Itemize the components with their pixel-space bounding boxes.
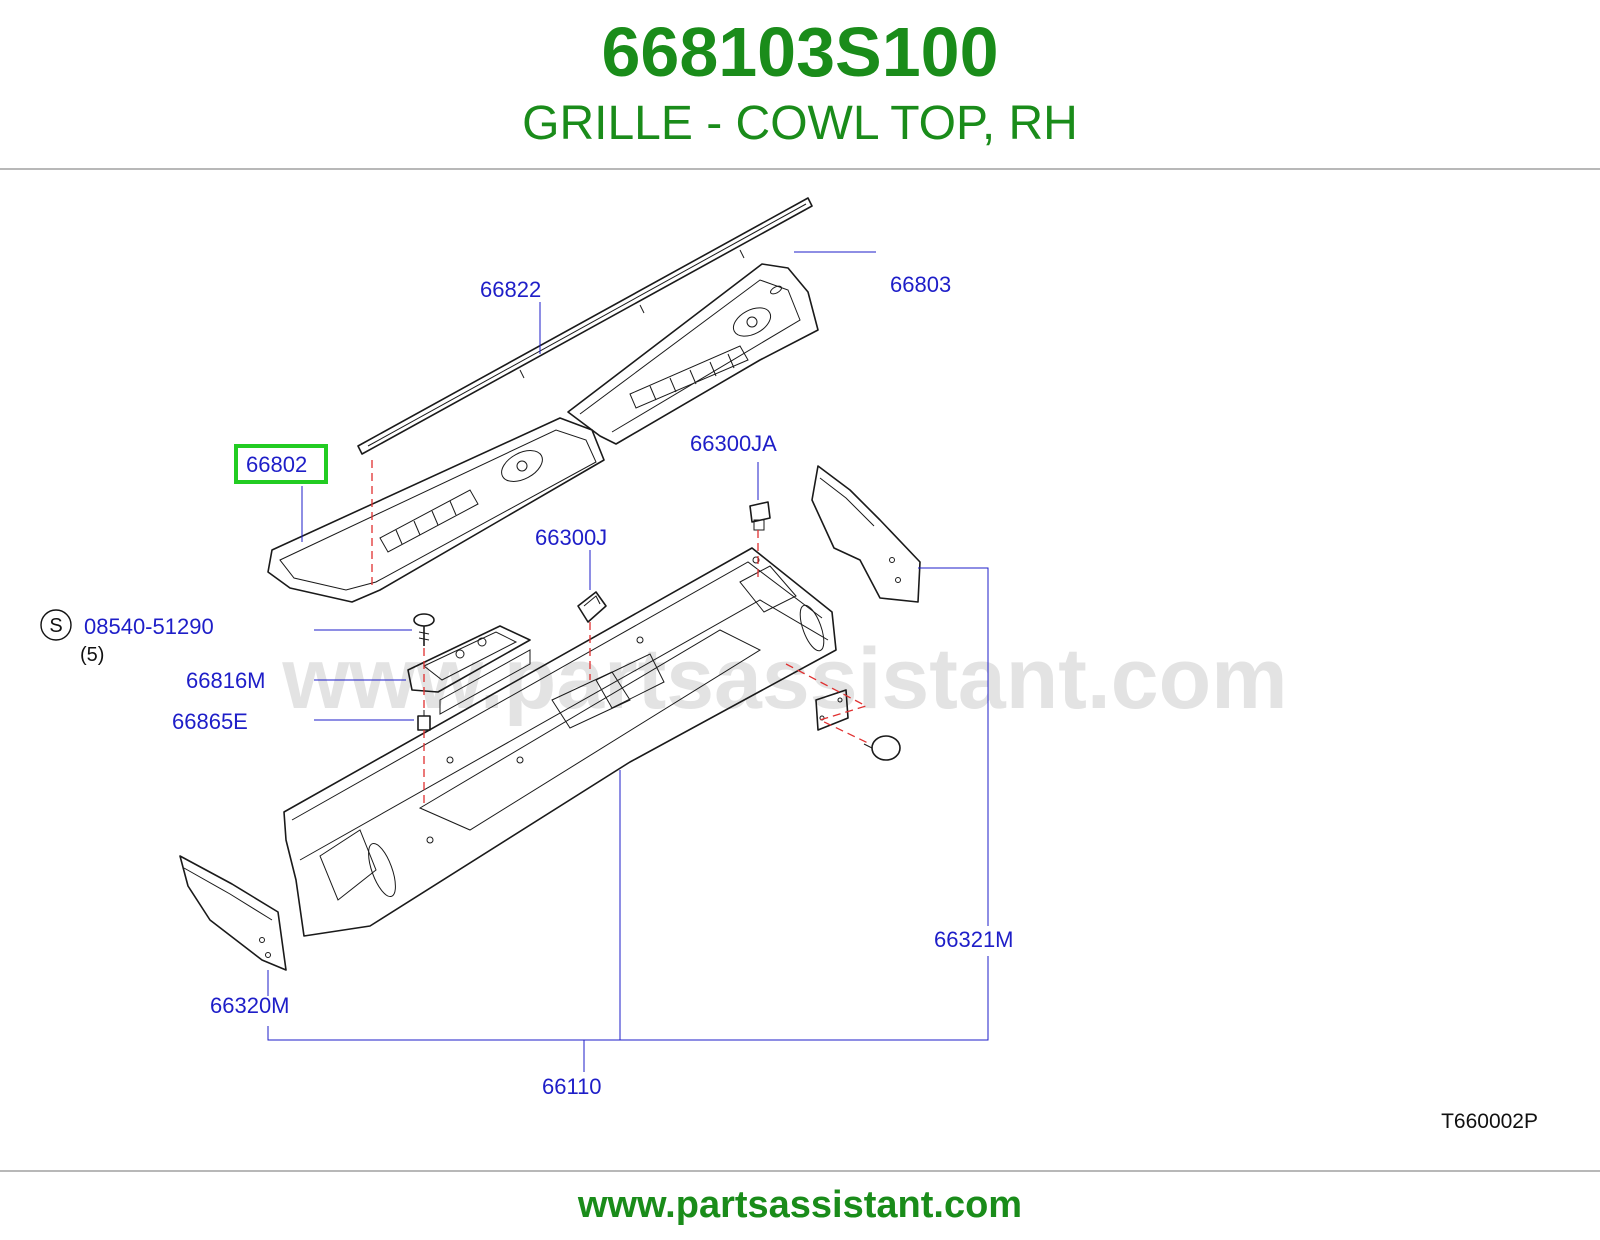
leader-lines	[267, 251, 989, 1072]
standard-part-symbol-letter: S	[49, 615, 62, 637]
part-66802-cowl-grille-rh[interactable]	[267, 417, 605, 603]
seal-plate-and-clip[interactable]	[815, 689, 901, 761]
part-66110-cowl-top-panel[interactable]	[283, 547, 837, 937]
callout-66865E[interactable]: 66865E	[172, 709, 248, 734]
highlight-box	[234, 444, 328, 484]
standard-part-symbol	[40, 609, 72, 641]
callout-66300JA[interactable]: 66300JA	[690, 431, 777, 456]
part-66803-cowl-grille-lh[interactable]	[567, 263, 819, 445]
part-66822-molding[interactable]	[357, 197, 813, 455]
parts-diagram: www.partsassistant.com	[0, 170, 1600, 1170]
callout-66110[interactable]: 66110	[542, 1074, 602, 1099]
callout-08540-51290[interactable]: 08540-51290	[84, 614, 214, 639]
callout-66803[interactable]: 66803	[890, 272, 951, 297]
header-divider	[0, 168, 1600, 170]
callout-66300J[interactable]: 66300J	[535, 525, 607, 550]
assembly-dash-lines	[371, 460, 871, 808]
part-name-subtitle: GRILLE - COWL TOP, RH	[522, 97, 1078, 150]
callout-08540-quantity: (5)	[80, 644, 104, 666]
diagram-code: T660002P	[1441, 1110, 1538, 1133]
part-66300J-clip[interactable]	[577, 591, 607, 623]
parts-diagram-svg: www.partsassistant.com	[40, 197, 1538, 1133]
watermark-text: www.partsassistant.com	[281, 631, 1287, 727]
footer-divider	[0, 1170, 1600, 1172]
page-header: 668103S100 GRILLE - COWL TOP, RH	[0, 0, 1600, 168]
part-66320M-seal[interactable]	[179, 855, 287, 971]
part-08540-51290-screw[interactable]	[413, 613, 435, 646]
callout-66802[interactable]: 66802	[246, 452, 307, 477]
part-number-title: 668103S100	[601, 13, 999, 91]
callout-66822[interactable]: 66822	[480, 277, 541, 302]
footer-website-link[interactable]: www.partsassistant.com	[577, 1184, 1023, 1226]
part-66816M-bracket[interactable]	[407, 625, 531, 693]
callout-66320M[interactable]: 66320M	[210, 993, 290, 1018]
part-66300JA-clip[interactable]	[749, 501, 771, 531]
callout-66816M[interactable]: 66816M	[186, 668, 266, 693]
part-66321M-seal[interactable]	[811, 465, 921, 603]
part-66865E-clip[interactable]	[417, 710, 431, 731]
callout-66321M[interactable]: 66321M	[934, 927, 1014, 952]
